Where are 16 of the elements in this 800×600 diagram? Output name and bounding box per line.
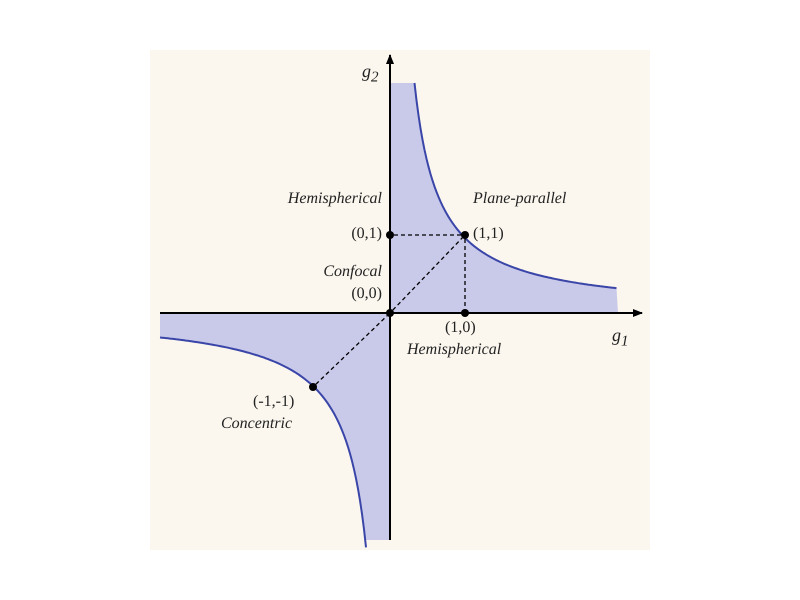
coordinate-label: (0,0) [351,285,382,303]
configuration-label: Plane-parallel [473,190,566,208]
axis-label: g$_{1}$ [612,326,628,351]
configuration-label: Hemispherical [407,341,502,359]
configuration-label: Concentric [221,415,292,433]
axis-label: g$_{2}$ [362,62,378,87]
configuration-label: Hemispherical [288,190,382,208]
coordinate-label: (0,1) [351,225,382,243]
coordinate-label: (-1,-1) [253,393,294,411]
dashed-guide-line [394,234,461,236]
coordinate-label: (1,0) [445,319,476,337]
coordinate-label: (1,1) [473,225,504,243]
configuration-label: Confocal [323,263,382,281]
dashed-guide-line [315,315,388,385]
dashed-guide-line [464,239,466,309]
dashed-guide-line [392,237,463,311]
